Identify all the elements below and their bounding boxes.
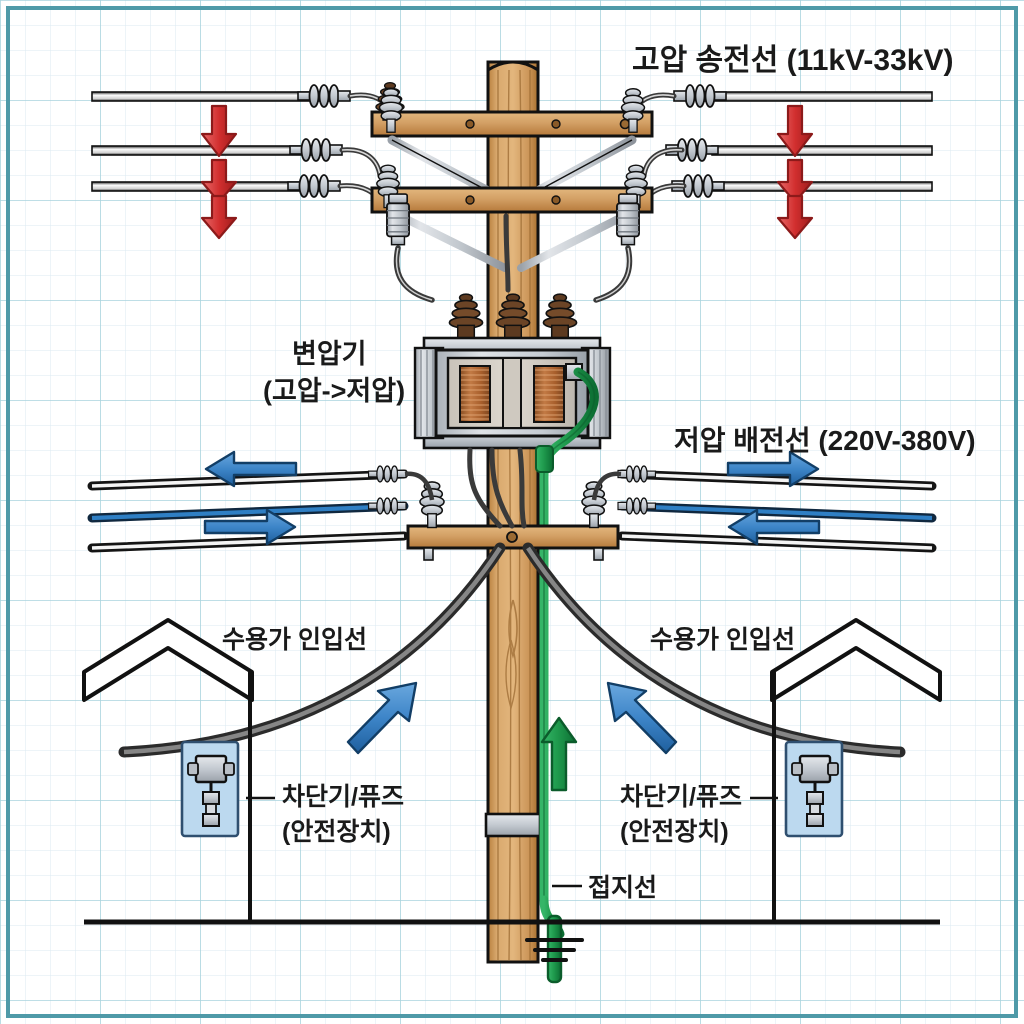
low-voltage-conductors <box>87 469 937 553</box>
lv-insulator-connections <box>367 465 657 515</box>
lv-flow-arrows <box>203 450 821 546</box>
transformer-primary-winding <box>459 365 491 423</box>
label-breaker-right-line2: (안전장치) <box>620 818 729 846</box>
transformer-secondary-winding <box>533 365 565 423</box>
hv-flow-arrows <box>200 104 814 240</box>
label-transformer-line2: (고압->저압) <box>263 376 405 406</box>
leader-lines <box>246 796 778 888</box>
service-flow-arrows <box>346 681 678 755</box>
label-breaker-left-line2: (안전장치) <box>282 818 391 846</box>
label-low-voltage-line: 저압 배전선 (220V-380V) <box>674 425 976 456</box>
ground-wire <box>525 367 599 984</box>
label-breaker-left-line1: 차단기/퓨즈 <box>282 783 404 811</box>
label-transformer-line1: 변압기 <box>292 339 367 369</box>
ground-flow-arrow <box>540 716 578 792</box>
breaker-panel-right <box>784 740 844 838</box>
label-ground-wire: 접지선 <box>588 874 657 902</box>
label-breaker-right-line1: 차단기/퓨즈 <box>620 783 742 811</box>
transformer-secondary-leads <box>467 447 527 529</box>
label-service-drop-right: 수용가 인입선 <box>650 626 795 654</box>
label-service-drop-left: 수용가 인입선 <box>222 626 367 654</box>
label-high-voltage-line: 고압 송전선 (11kV-33kV) <box>632 44 953 77</box>
lightning-arresters <box>386 193 640 303</box>
earth-symbol-icon <box>525 938 584 962</box>
breaker-panel-left <box>180 740 240 838</box>
